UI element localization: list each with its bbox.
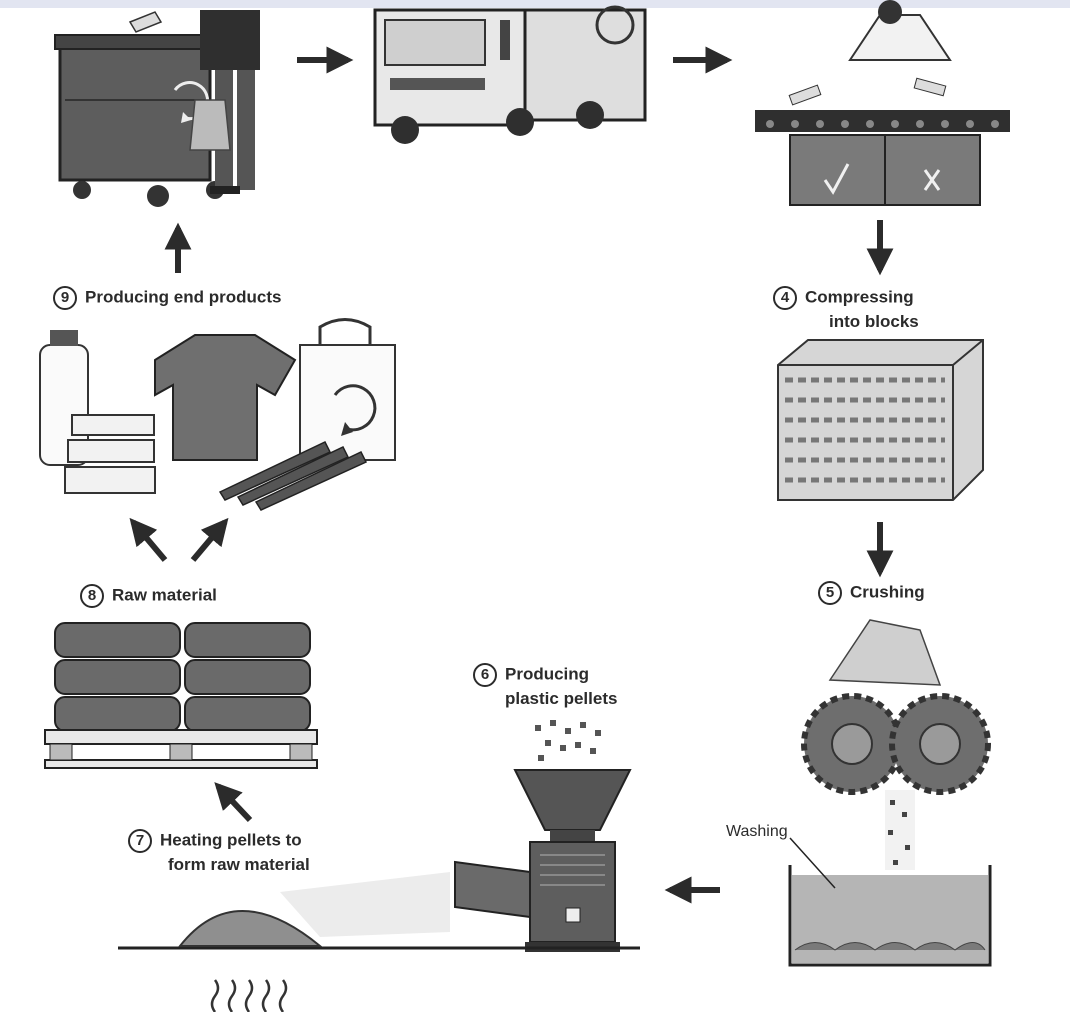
- arrow-7-to-8: [214, 782, 253, 823]
- raw-material-pallet-illustration: [44, 622, 318, 769]
- check-icon: [823, 163, 850, 195]
- crusher-illustration: [801, 619, 991, 870]
- step-4-label: 4 Compressing: [773, 285, 914, 310]
- top-strip: [0, 0, 1070, 8]
- step-4-text: Compressing: [805, 287, 914, 307]
- washing-tank-illustration: [788, 837, 992, 967]
- flow-arrows: [129, 46, 894, 904]
- step-7-label-line-2: form raw material: [168, 855, 310, 874]
- step-6-text: Producing: [505, 664, 590, 684]
- step-5-label: 5 Crushing: [818, 580, 925, 605]
- pellet-machine-illustration: [454, 720, 632, 952]
- step-5-text: Crushing: [850, 582, 925, 602]
- step-9-number: 9: [53, 285, 77, 310]
- step-6-label: 6 Producing: [473, 662, 589, 687]
- step-9-text: Producing end products: [85, 287, 282, 307]
- recycle-icon: [333, 384, 377, 436]
- step-8-text: Raw material: [112, 585, 217, 605]
- step-4-label-line-2: into blocks: [829, 312, 919, 331]
- washing-label: Washing: [726, 823, 788, 840]
- step-8-number: 8: [80, 583, 104, 608]
- heating-pile-illustration: [118, 872, 640, 1012]
- collection-truck-illustration: [373, 5, 647, 144]
- arrow-8-to-9-right: [190, 517, 229, 562]
- step-9-label: 9 Producing end products: [53, 285, 281, 310]
- heat-icon: [210, 979, 288, 1012]
- step-6-label-line-2: plastic pellets: [505, 689, 618, 708]
- end-products-illustration: [39, 318, 396, 511]
- step-7-number: 7: [128, 828, 152, 853]
- cross-icon: [923, 169, 941, 191]
- compressed-block-illustration: [777, 339, 984, 501]
- step-5-number: 5: [818, 580, 842, 605]
- step-8-label: 8 Raw material: [80, 583, 217, 608]
- step-7-label: 7 Heating pellets to: [128, 828, 302, 853]
- collection-bin-illustration: [54, 10, 260, 207]
- arrow-8-to-9-left: [129, 517, 168, 562]
- step-7-text: Heating pellets to: [160, 830, 302, 850]
- step-6-number: 6: [473, 662, 497, 687]
- step-4-number: 4: [773, 285, 797, 310]
- sorting-conveyor-illustration: [755, 0, 1010, 206]
